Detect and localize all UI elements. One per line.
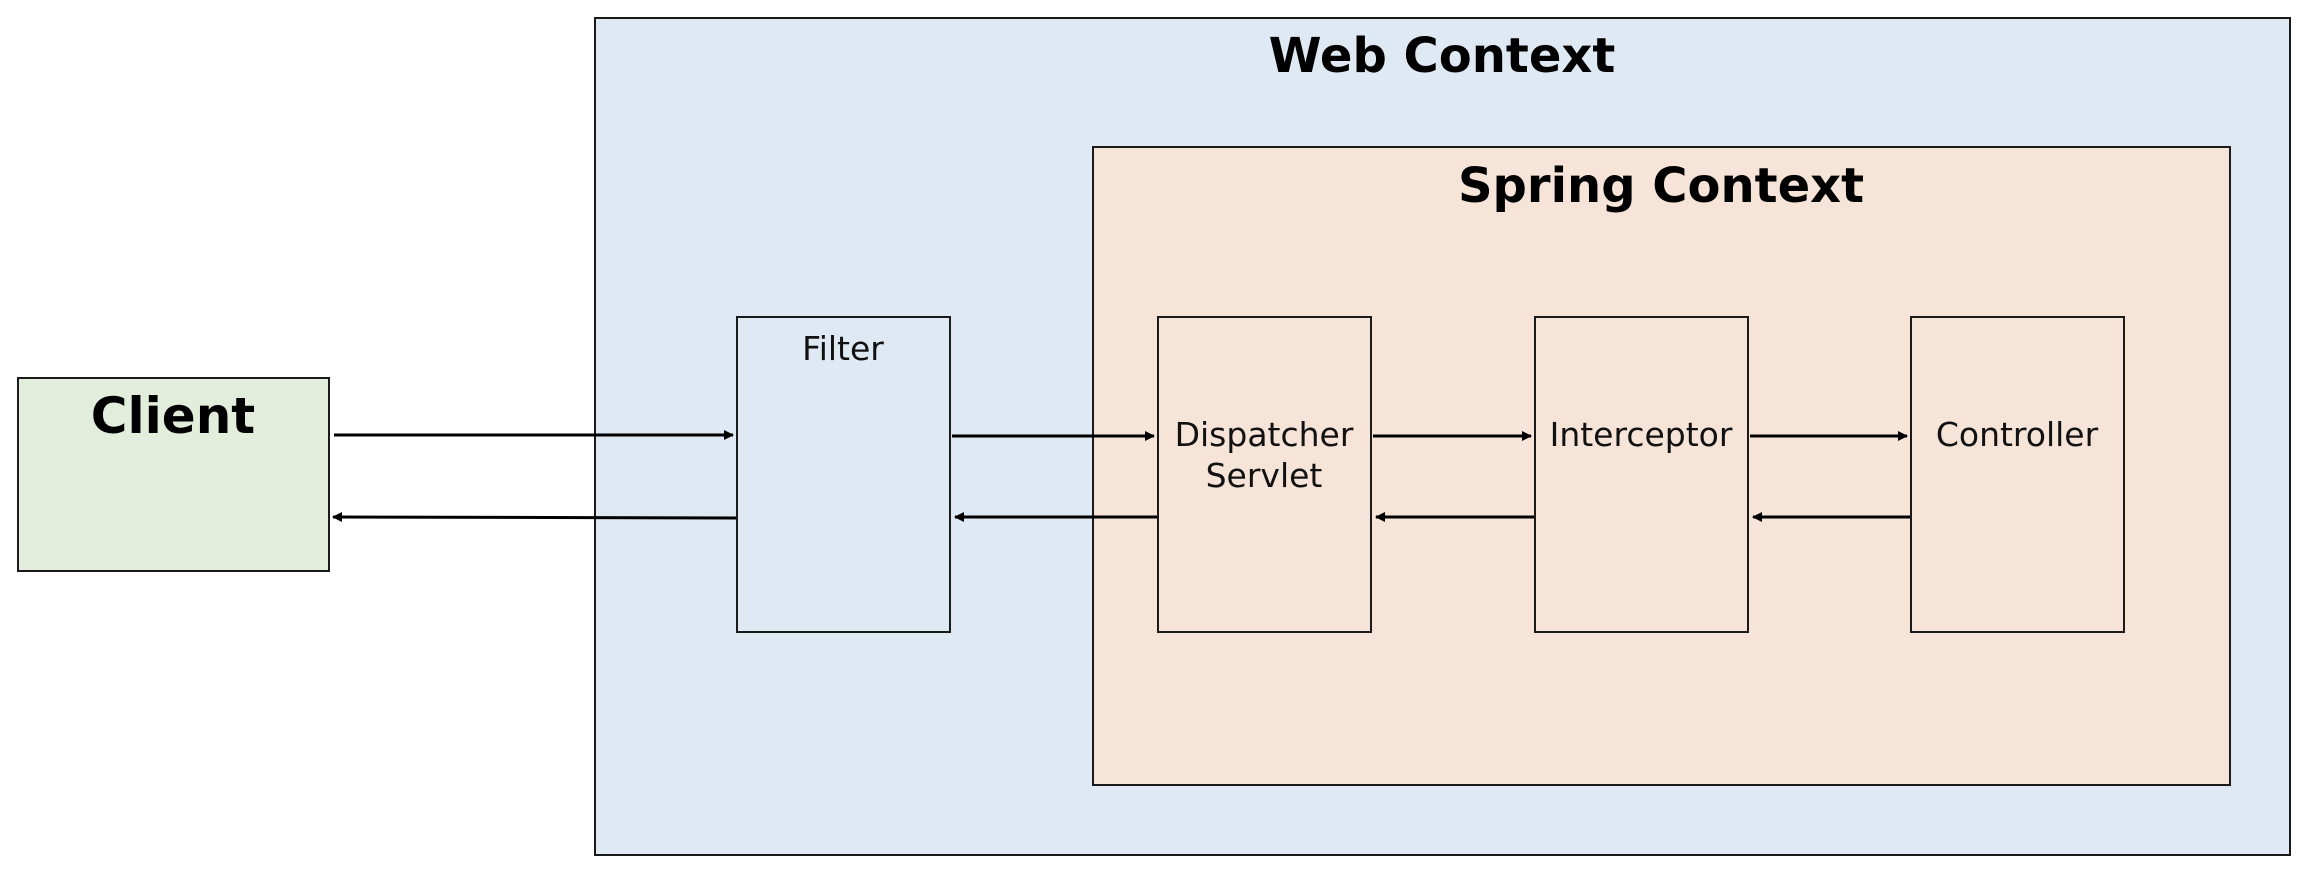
filter-box: [736, 316, 951, 633]
interceptor-label: Interceptor: [1549, 415, 1733, 454]
interceptor-box: [1534, 316, 1749, 633]
dispatcher-servlet-box: [1157, 316, 1372, 633]
spring-context-title: Spring Context: [1457, 158, 1865, 214]
dispatcher-label-line1: Dispatcher: [1174, 415, 1354, 454]
controller-box: [1910, 316, 2125, 633]
dispatcher-label-line2: Servlet: [1205, 456, 1323, 495]
dispatcher-servlet-label: Dispatcher Servlet: [1175, 414, 1354, 496]
client-box: [17, 377, 330, 572]
filter-label: Filter: [802, 329, 884, 368]
client-title: Client: [90, 387, 256, 445]
controller-label: Controller: [1935, 415, 2099, 454]
web-context-title: Web Context: [1268, 28, 1616, 84]
